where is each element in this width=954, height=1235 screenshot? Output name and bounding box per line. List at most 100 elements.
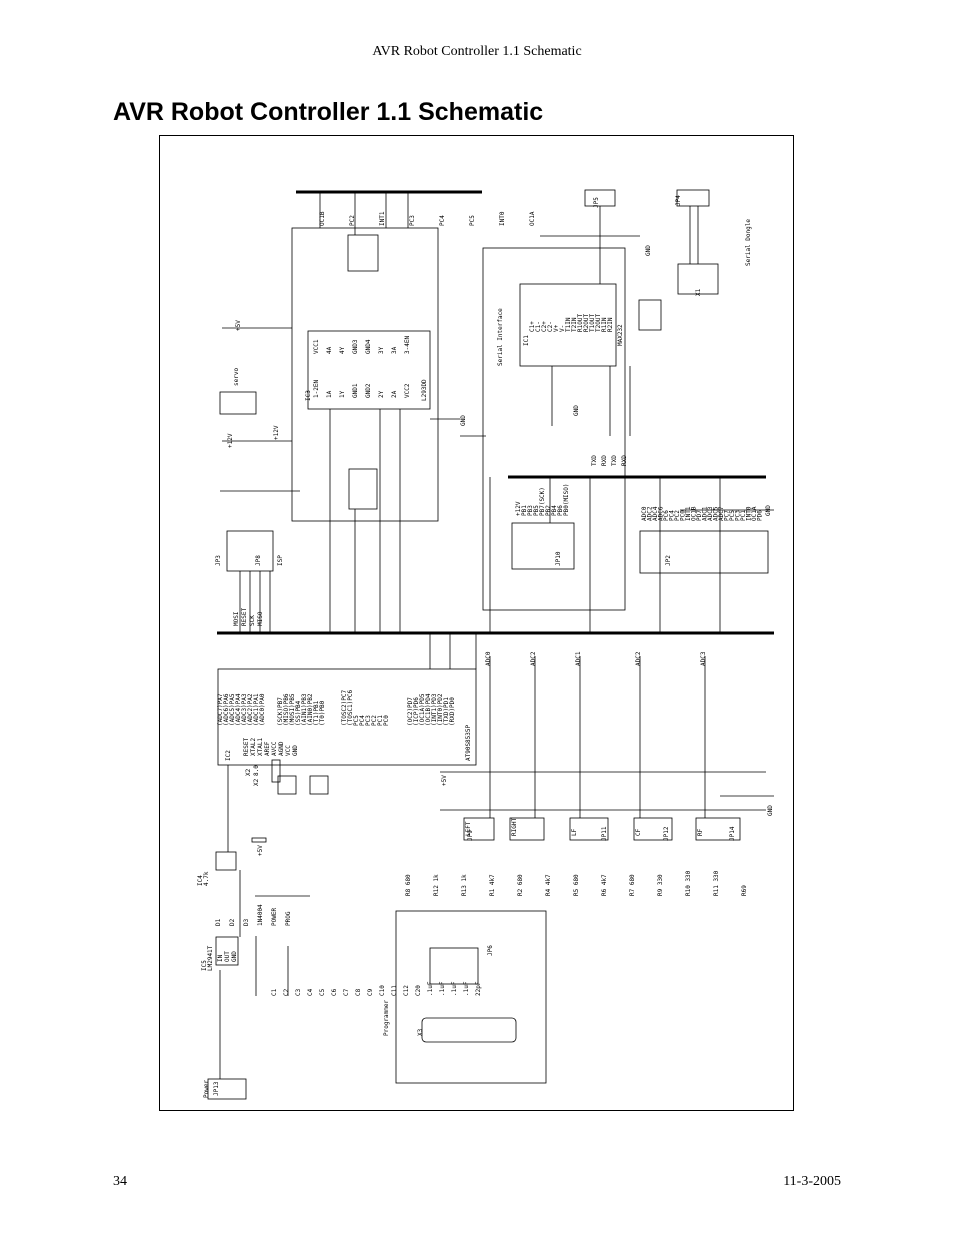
regulator-pin: IN xyxy=(217,954,224,962)
driver-pin-left: 2A xyxy=(391,390,398,398)
io-net-bottom: PC6 xyxy=(663,510,670,521)
serial-pin: R2OUT xyxy=(583,314,590,332)
io-net-top: PB4 xyxy=(551,505,558,516)
driver-ref: IC3 xyxy=(305,390,312,401)
driver-pin-right: 3A xyxy=(391,346,398,354)
capacitor-label: .1uF xyxy=(463,981,470,996)
mcu-pin-a: (ADC5)PA5 xyxy=(229,693,236,726)
sensor-connector: RF xyxy=(697,828,704,836)
io-net-bottom: OC1B xyxy=(691,506,698,521)
power-title: Power xyxy=(203,1080,210,1098)
connector-ref: JP11 xyxy=(601,826,608,841)
connector-ref: JP5 xyxy=(593,197,600,208)
programmer-title: Programmer xyxy=(383,999,390,1036)
mcu-pin-c: PC3 xyxy=(365,715,372,726)
motor-net: OC1A xyxy=(529,211,536,226)
driver-pin-left: VCC2 xyxy=(404,383,411,398)
sensor-connector: LF xyxy=(571,828,578,836)
isp-signal: MISO xyxy=(257,611,264,626)
mcu-pin-a: (ADC1)PA1 xyxy=(253,693,260,726)
mcu-pin-b: (SS)PB4 xyxy=(295,700,302,726)
serial-pin: T1IN xyxy=(565,317,572,332)
mcu-pin-d: (RXD)PD0 xyxy=(449,697,456,726)
page-number: 34 xyxy=(113,1174,127,1189)
capacitor-label: C20 xyxy=(415,985,422,996)
io-net-bottom: ADC1 xyxy=(702,506,709,521)
diode-label: D2 xyxy=(229,918,236,926)
io-net-bottom: ADC3 xyxy=(707,506,714,521)
serial-pin: T1OUT xyxy=(589,314,596,332)
serial-pin: C2+ xyxy=(541,321,548,332)
motor-net: PC3 xyxy=(409,215,416,226)
adc-net: ADC1 xyxy=(575,651,582,666)
io-net-bottom: ADC2 xyxy=(647,506,654,521)
io-net-bottom: ADC7 xyxy=(718,506,725,521)
io-net-top: PB0(MISO) xyxy=(563,483,570,516)
connector-ref: JP14 xyxy=(729,826,736,841)
mcu-pin-d: (OC1A)PD5 xyxy=(419,693,426,726)
reset-part: 4.7k xyxy=(203,871,210,886)
capacitor-label: C8 xyxy=(355,988,362,996)
connector-ref: JP6 xyxy=(487,945,494,956)
connector-ref: X2 xyxy=(253,778,260,786)
serial-label: Serial Interface xyxy=(497,308,504,366)
isp-signal: MOSI xyxy=(233,611,240,626)
mcu-pin-left: RESET xyxy=(243,738,250,756)
mcu-pin-left: AVCC xyxy=(271,741,278,756)
connector-ref: JP4 xyxy=(675,195,682,206)
resistor-label: R4 4k7 xyxy=(545,874,552,896)
crystal-label: 8.0 xyxy=(253,765,260,776)
isp-title: ISP xyxy=(277,555,284,566)
adc-net: ADC2 xyxy=(635,651,642,666)
connector-ref: JP8 xyxy=(255,555,262,566)
mcu-pin-left: AREF xyxy=(264,741,271,756)
serial-pin: R1OUT xyxy=(577,314,584,332)
mcu-pin-b: (SCK)PB7 xyxy=(277,697,284,726)
serial-pin: C1- xyxy=(535,321,542,332)
motor-net: PC2 xyxy=(349,215,356,226)
serial-pin: V+ xyxy=(553,324,560,332)
adc-net: ADC3 xyxy=(700,651,707,666)
supply-label: GND xyxy=(645,245,652,256)
io-net-bottom: PC7 xyxy=(724,510,731,521)
io-net-bottom: ADC5 xyxy=(713,506,720,521)
resistor-label: R9 330 xyxy=(657,874,664,896)
diode-label: PROG xyxy=(285,911,292,926)
mcu-pin-a: (ADC4)PA4 xyxy=(235,693,242,726)
io-net-bottom: PC3 xyxy=(735,510,742,521)
dongle-title: Serial Dongle xyxy=(745,219,752,266)
capacitor-label: C9 xyxy=(367,988,374,996)
motor-net: OC1B xyxy=(319,211,326,226)
io-net-bottom: PC1 xyxy=(740,510,747,521)
mcu-pin-b: (MISO)PB6 xyxy=(283,693,290,726)
resistor-label: R7 680 xyxy=(629,874,636,896)
resistor-label: R2 680 xyxy=(517,874,524,896)
mcu-pin-d: (OC1B)PD4 xyxy=(425,693,432,726)
capacitor-label: C12 xyxy=(403,985,410,996)
serial-pin: T2IN xyxy=(571,317,578,332)
sensor-connector: CF xyxy=(635,828,642,836)
mcu-ref: IC2 xyxy=(225,750,232,761)
uart-net: RXD xyxy=(621,455,628,466)
crystal-label: X2 xyxy=(245,768,252,776)
serial-pin: T2OUT xyxy=(595,314,602,332)
serial-pin: R2IN xyxy=(607,317,614,332)
mcu-pin-c: (TOSC1)PC6 xyxy=(347,689,354,726)
io-net-top: PB5 xyxy=(533,505,540,516)
motor-net: INT0 xyxy=(499,211,506,226)
reset-ref: IC4 xyxy=(197,875,204,886)
capacitor-label: 22pF xyxy=(475,981,482,996)
connector-ref: JP3 xyxy=(215,555,222,566)
capacitor-label: C10 xyxy=(379,985,386,996)
serial-pin: V- xyxy=(559,325,566,332)
mcu-pin-d: (INT1)PD3 xyxy=(431,693,438,726)
driver-pin-left: 1A xyxy=(326,390,333,398)
io-net-bottom: ADC0 xyxy=(641,506,648,521)
capacitor-label: C6 xyxy=(331,988,338,996)
capacitor-label: .1uF xyxy=(439,981,446,996)
mcu-pin-left: AGND xyxy=(278,741,285,756)
connector-ref: JP13 xyxy=(213,1081,220,1096)
driver-pin-right: VCC1 xyxy=(313,339,320,354)
mcu-pin-left: VCC xyxy=(285,745,292,756)
